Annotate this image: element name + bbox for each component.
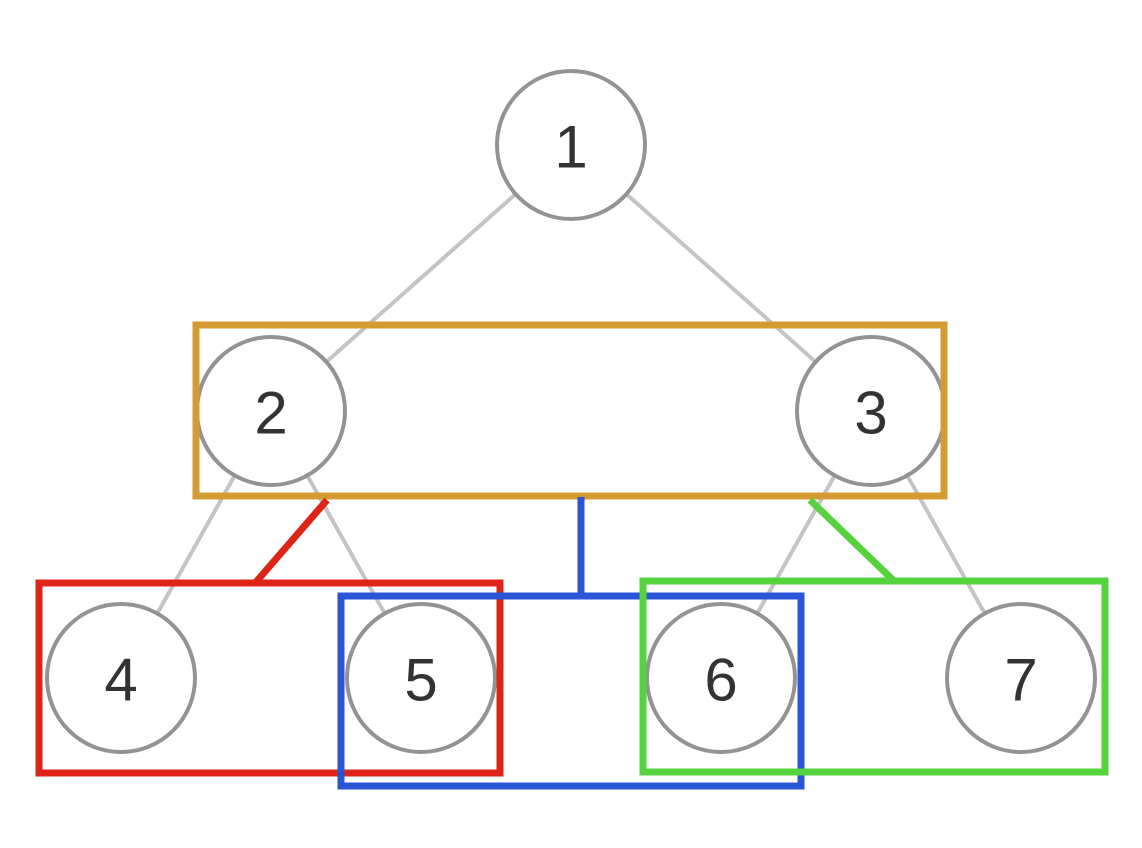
node-6: 6: [645, 602, 797, 754]
node-6-label: 6: [704, 647, 737, 714]
node-3-label: 3: [854, 380, 887, 447]
node-3: 3: [795, 335, 947, 487]
nodes: 1 2 3 4 5 6 7: [45, 69, 1097, 754]
group-box-red: [35, 579, 504, 777]
node-1: 1: [495, 69, 647, 221]
group-link-red: [253, 497, 330, 585]
node-5-label: 5: [404, 647, 437, 714]
node-5: 5: [345, 602, 497, 754]
group-box-green: [639, 577, 1109, 776]
node-5-circle: [345, 602, 497, 754]
node-1-circle: [495, 69, 647, 221]
node-7-circle: [945, 602, 1097, 754]
node-2-label: 2: [254, 380, 287, 447]
group-box-blue: [337, 592, 805, 790]
node-4-circle: [45, 602, 197, 754]
groups: [35, 321, 1109, 790]
node-2: 2: [195, 335, 347, 487]
group-box-level-2: [192, 321, 948, 500]
group-link-green: [807, 497, 897, 584]
node-6-circle: [645, 602, 797, 754]
node-7: 7: [945, 602, 1097, 754]
node-4-label: 4: [104, 647, 137, 714]
node-7-label: 7: [1004, 647, 1037, 714]
node-4: 4: [45, 602, 197, 754]
node-1-label: 1: [554, 114, 587, 181]
